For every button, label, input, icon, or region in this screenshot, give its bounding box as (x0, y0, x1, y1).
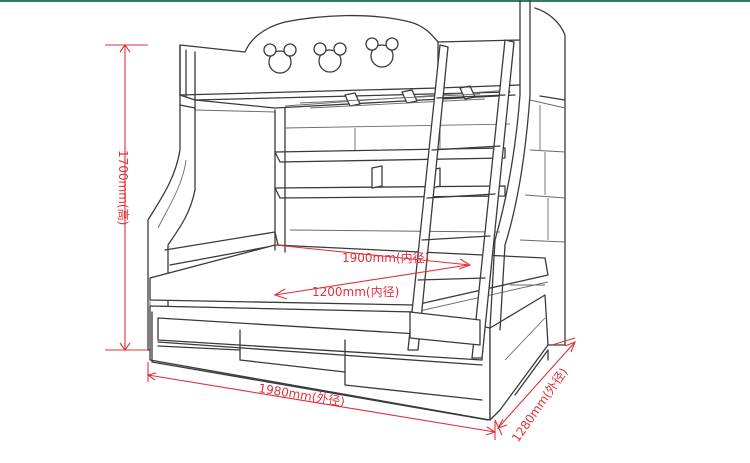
upper-bunk (179, 14, 521, 111)
outer-length-dimension (146, 362, 497, 440)
drawer-base (149, 294, 549, 421)
back-shelves (274, 107, 511, 253)
outer-width-dimension (494, 337, 576, 436)
inner-length-dimension (274, 244, 472, 270)
mouse-cutout-1 (263, 43, 297, 74)
height-dimension (105, 44, 148, 351)
inner-width-label: 1200mm(内径) (312, 285, 399, 299)
top-accent-line (0, 0, 750, 2)
inner-width-dimension (273, 264, 469, 300)
mouse-cutout-3 (365, 37, 399, 68)
mouse-cutout-2 (313, 42, 347, 73)
height-label: 1700mm(高) (116, 150, 131, 225)
right-frame (489, 0, 566, 346)
ladder (407, 39, 515, 359)
inner-length-label: 1900mm(内径) (342, 251, 429, 265)
